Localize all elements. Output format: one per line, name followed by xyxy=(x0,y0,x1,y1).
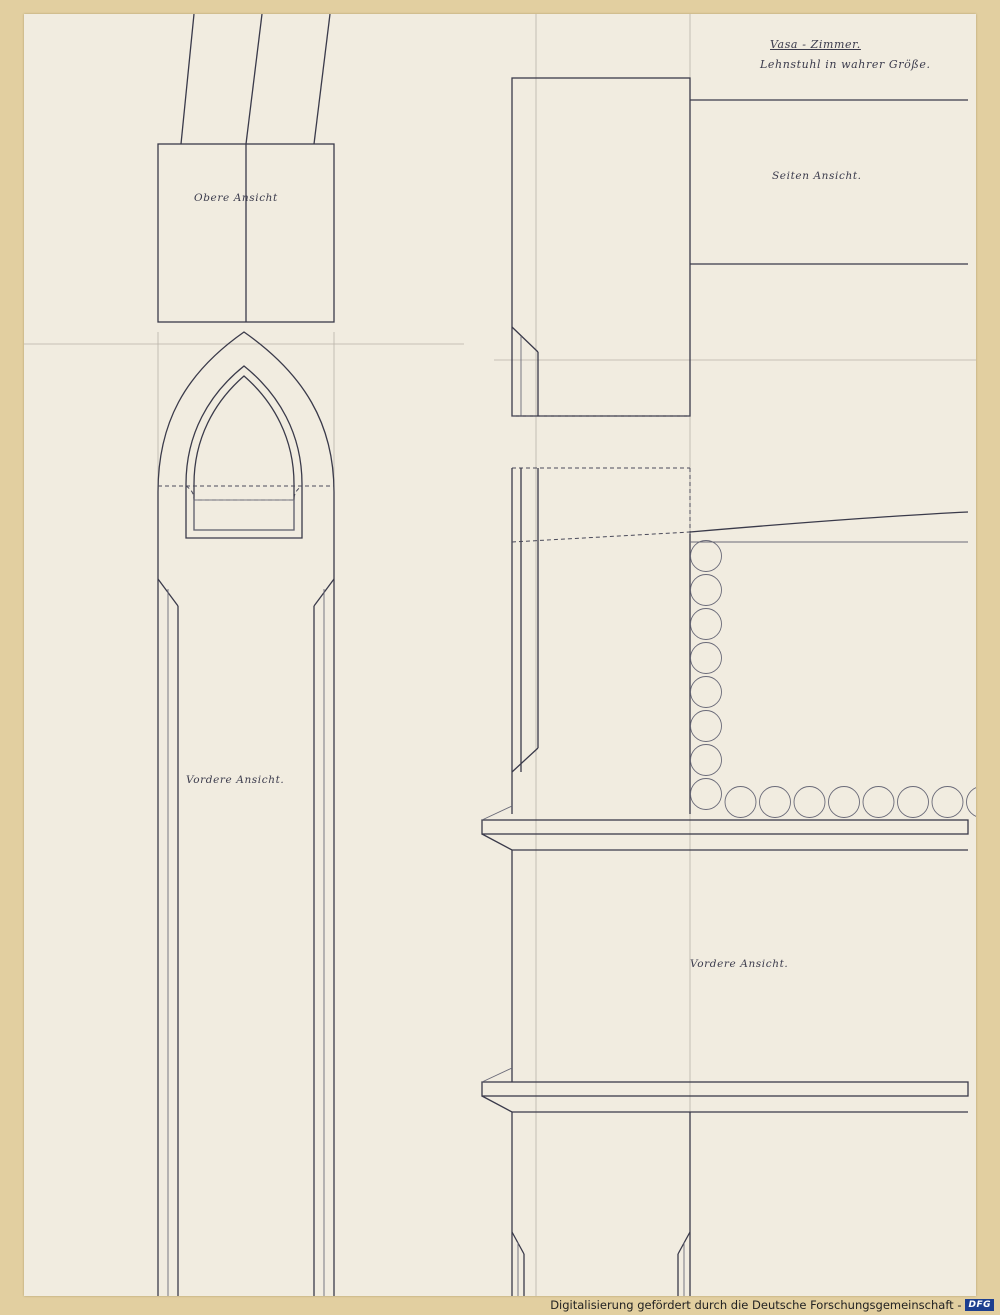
bead xyxy=(690,778,722,810)
bead xyxy=(690,608,722,640)
bead xyxy=(690,676,722,708)
bead xyxy=(828,786,860,818)
front-view-right-drawing xyxy=(481,805,969,1296)
dfg-logo: DFG xyxy=(965,1299,994,1311)
bead xyxy=(690,540,722,572)
side-view-drawing xyxy=(511,77,968,417)
construction-lines xyxy=(24,14,976,1296)
bead xyxy=(793,786,826,818)
bead xyxy=(931,786,964,818)
bead xyxy=(690,744,722,776)
side-view-label: Seiten Ansicht. xyxy=(772,170,862,182)
front-view-right-label: Vordere Ansicht. xyxy=(690,958,789,970)
drawing-sheet: Vasa - Zimmer. Lehnstuhl in wahrer Größe… xyxy=(24,14,976,1296)
bead xyxy=(724,786,757,818)
top-view-drawing xyxy=(157,14,335,323)
drawing-title: Vasa - Zimmer. xyxy=(770,38,861,51)
bead-moulding xyxy=(690,540,976,818)
armrest-drawing xyxy=(511,467,976,818)
bead xyxy=(690,642,722,674)
bead xyxy=(966,787,976,817)
top-view-label: Obere Ansicht xyxy=(194,192,278,204)
bead xyxy=(862,786,895,818)
front-view-left-label: Vordere Ansicht. xyxy=(186,774,285,786)
front-view-left-drawing xyxy=(157,331,335,1296)
drawing-subtitle: Lehnstuhl in wahrer Größe. xyxy=(760,58,931,71)
technical-drawing xyxy=(24,14,976,1296)
footer: Digitalisierung gefördert durch die Deut… xyxy=(550,1298,994,1312)
bead xyxy=(897,786,929,818)
funding-notice: Digitalisierung gefördert durch die Deut… xyxy=(550,1298,962,1312)
bead xyxy=(690,574,722,606)
bead xyxy=(690,710,722,742)
bead xyxy=(759,786,791,818)
